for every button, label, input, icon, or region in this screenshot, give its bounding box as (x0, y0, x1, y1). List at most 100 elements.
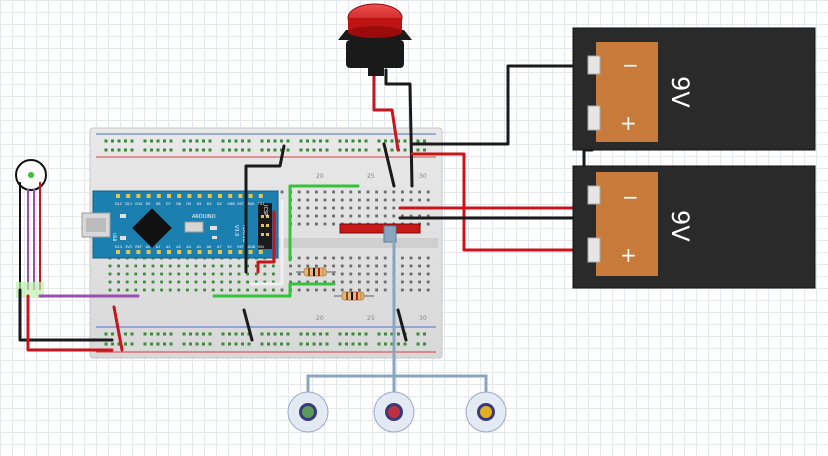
pin-label: A0 (146, 245, 150, 249)
pin-label: D5 (186, 202, 191, 206)
pin-d8 (156, 194, 161, 198)
pin-label: VIN (258, 245, 264, 249)
led-wiring (306, 240, 488, 394)
pin-d7 (167, 194, 171, 198)
pin-d2 (218, 194, 222, 198)
pin-label: D6 (176, 202, 181, 206)
pin-5v (228, 250, 233, 254)
wire-black-nano-gnd (244, 144, 286, 274)
resistor-1 (296, 267, 336, 277)
pin-d6 (177, 194, 182, 198)
pin-label: D7 (166, 202, 171, 206)
battery-2-plus: + (620, 243, 637, 267)
pin-gnd (228, 194, 233, 198)
arduino-brand: ARDUINO (192, 214, 216, 220)
pin-gnd (248, 250, 253, 254)
column-label-30: 30 (419, 173, 427, 180)
led-red (373, 391, 415, 433)
pin-d9 (146, 194, 151, 198)
piezo-sensor (15, 159, 47, 298)
led-green (287, 391, 329, 433)
column-label-25: 25 (367, 173, 375, 180)
battery-1-minus: − (622, 53, 639, 77)
battery-2: − + 9V (572, 165, 816, 289)
pin-rst (238, 194, 243, 198)
pin-label: 5V (227, 245, 232, 249)
usb-label: USB (112, 233, 117, 241)
pin-label: A3 (176, 245, 180, 249)
pin-label: D10 (135, 202, 142, 206)
pin-d10 (136, 194, 141, 198)
pin-label: RX0 (248, 202, 255, 206)
wire-black-sensor (18, 288, 114, 342)
pin-vin (258, 250, 263, 254)
pin-label: D12 (115, 202, 122, 206)
pin-a4 (187, 250, 192, 254)
arduino-version: V3.0 (233, 225, 239, 236)
slide-potentiometer (339, 223, 421, 243)
wire-red-nano-vin (256, 210, 276, 274)
battery-2-label: 9V (666, 210, 694, 242)
wire-green-1 (288, 184, 360, 262)
pin-a0 (146, 250, 151, 254)
pin-d13 (116, 250, 120, 254)
bottom-column-label-20: 20 (316, 315, 324, 322)
pin-label: GND (227, 202, 235, 206)
wire-black-battery-1 (410, 64, 594, 146)
pin-label: REF (135, 245, 141, 249)
wire-black-short (242, 308, 254, 342)
bottom-column-label-25: 25 (367, 315, 375, 322)
pin-label: D11 (125, 202, 132, 206)
pin-label: D9 (146, 202, 151, 206)
wire-red-sensor (26, 294, 114, 352)
pin-label: RST (237, 245, 245, 249)
pin-label: A1 (156, 245, 160, 249)
pin-a6 (207, 250, 212, 254)
pin-label: D3 (207, 202, 212, 206)
pin-a3 (177, 250, 182, 254)
pin-label: A7 (217, 245, 221, 249)
pin-label: TX1 (257, 202, 265, 206)
pin-ref (136, 250, 141, 254)
pin-3v3 (126, 250, 131, 254)
resistor-2 (334, 291, 374, 301)
pin-a5 (197, 250, 202, 254)
leds (287, 391, 507, 433)
wire-white (250, 198, 284, 286)
pin-label: A2 (166, 245, 170, 249)
wire-green-2 (212, 282, 336, 298)
battery-1-label: 9V (666, 76, 694, 108)
wire-black-button (384, 68, 414, 188)
pin-label: A6 (207, 245, 211, 249)
pin-label: D2 (217, 202, 222, 206)
wire-red-battery-1 (410, 152, 592, 252)
wire-black-rail (382, 142, 396, 188)
bottom-column-label-30: 30 (419, 315, 427, 322)
pin-label: 3V3 (125, 245, 132, 249)
push-button (338, 3, 412, 76)
wire-red-short (112, 305, 124, 352)
pin-a2 (167, 250, 171, 254)
battery-1: − + 9V (572, 27, 816, 151)
pin-label: RST (237, 202, 245, 206)
pin-label: D4 (197, 202, 202, 206)
pin-label: D13 (115, 245, 122, 249)
pin-rst (238, 250, 243, 254)
wire-black-short-2 (396, 308, 408, 342)
pin-label: D8 (156, 202, 161, 206)
microcontroller-chip (132, 208, 172, 248)
icsp-header (258, 203, 272, 249)
icsp-label: ICSP (262, 205, 268, 216)
pin-tx1 (258, 194, 263, 198)
battery-1-plus: + (620, 111, 637, 135)
wire-red-button (372, 68, 400, 152)
pin-d12 (116, 194, 120, 198)
pin-a7 (218, 250, 222, 254)
led-yellow (465, 391, 507, 433)
pin-label: A4 (186, 245, 190, 249)
column-label-20: 20 (316, 173, 324, 180)
pin-label: GND (248, 245, 256, 249)
